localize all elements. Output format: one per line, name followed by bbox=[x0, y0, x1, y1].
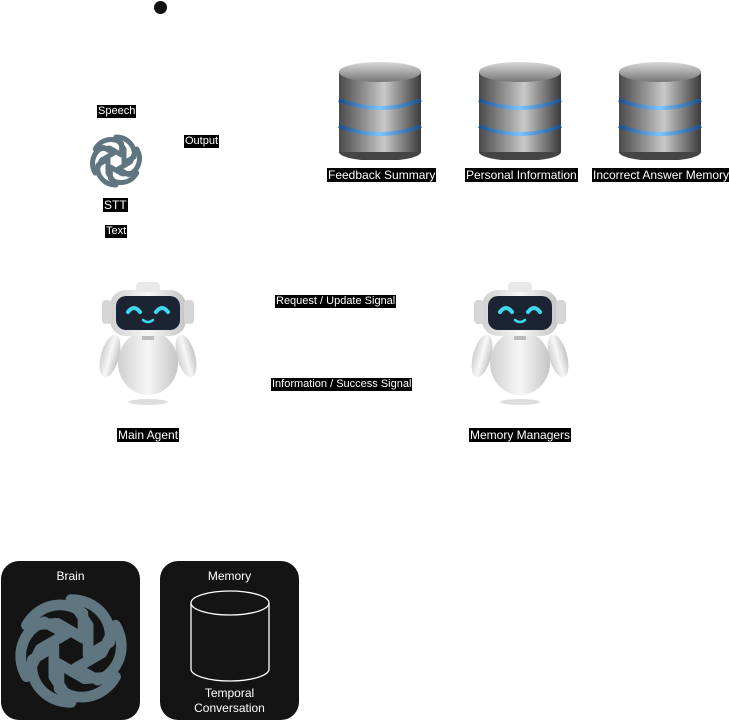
memory-manager-robot-icon bbox=[471, 282, 569, 405]
database-personal bbox=[477, 60, 563, 165]
anchor-dot bbox=[154, 1, 167, 14]
response-signal-label: Information / Success Signal bbox=[271, 378, 413, 391]
database-icon bbox=[478, 62, 562, 161]
stt-label: STT bbox=[103, 198, 128, 212]
brain-legend-title: Brain bbox=[56, 569, 85, 583]
database-icon bbox=[338, 62, 422, 161]
text-label: Text bbox=[105, 225, 128, 238]
main-agent-label: Main Agent bbox=[117, 428, 180, 442]
request-signal-label: Request / Update Signal bbox=[275, 295, 397, 308]
memory-legend-line2: Conversation bbox=[194, 701, 265, 715]
database-feedback bbox=[337, 60, 423, 165]
database-label-feedback: Feedback Summary bbox=[327, 168, 437, 182]
openai-logo-icon bbox=[11, 591, 131, 711]
memory-legend-line1: Temporal bbox=[204, 686, 255, 700]
openai-logo-icon bbox=[88, 133, 144, 189]
database-label-incorrect: Incorrect Answer Memory bbox=[592, 168, 729, 182]
memory-legend-title: Memory bbox=[207, 569, 252, 583]
memory-managers-label: Memory Managers bbox=[469, 428, 572, 442]
database-incorrect bbox=[617, 60, 703, 165]
database-icon bbox=[618, 62, 702, 161]
brain-legend-panel: Brain bbox=[1, 561, 140, 720]
speech-label: Speech bbox=[97, 105, 137, 118]
database-label-personal: Personal Information bbox=[465, 168, 578, 182]
cylinder-icon bbox=[190, 590, 270, 682]
output-label: Output bbox=[184, 135, 220, 148]
main-agent-robot-icon bbox=[99, 282, 197, 405]
memory-legend-panel: Memory Temporal Conversation bbox=[160, 561, 299, 720]
